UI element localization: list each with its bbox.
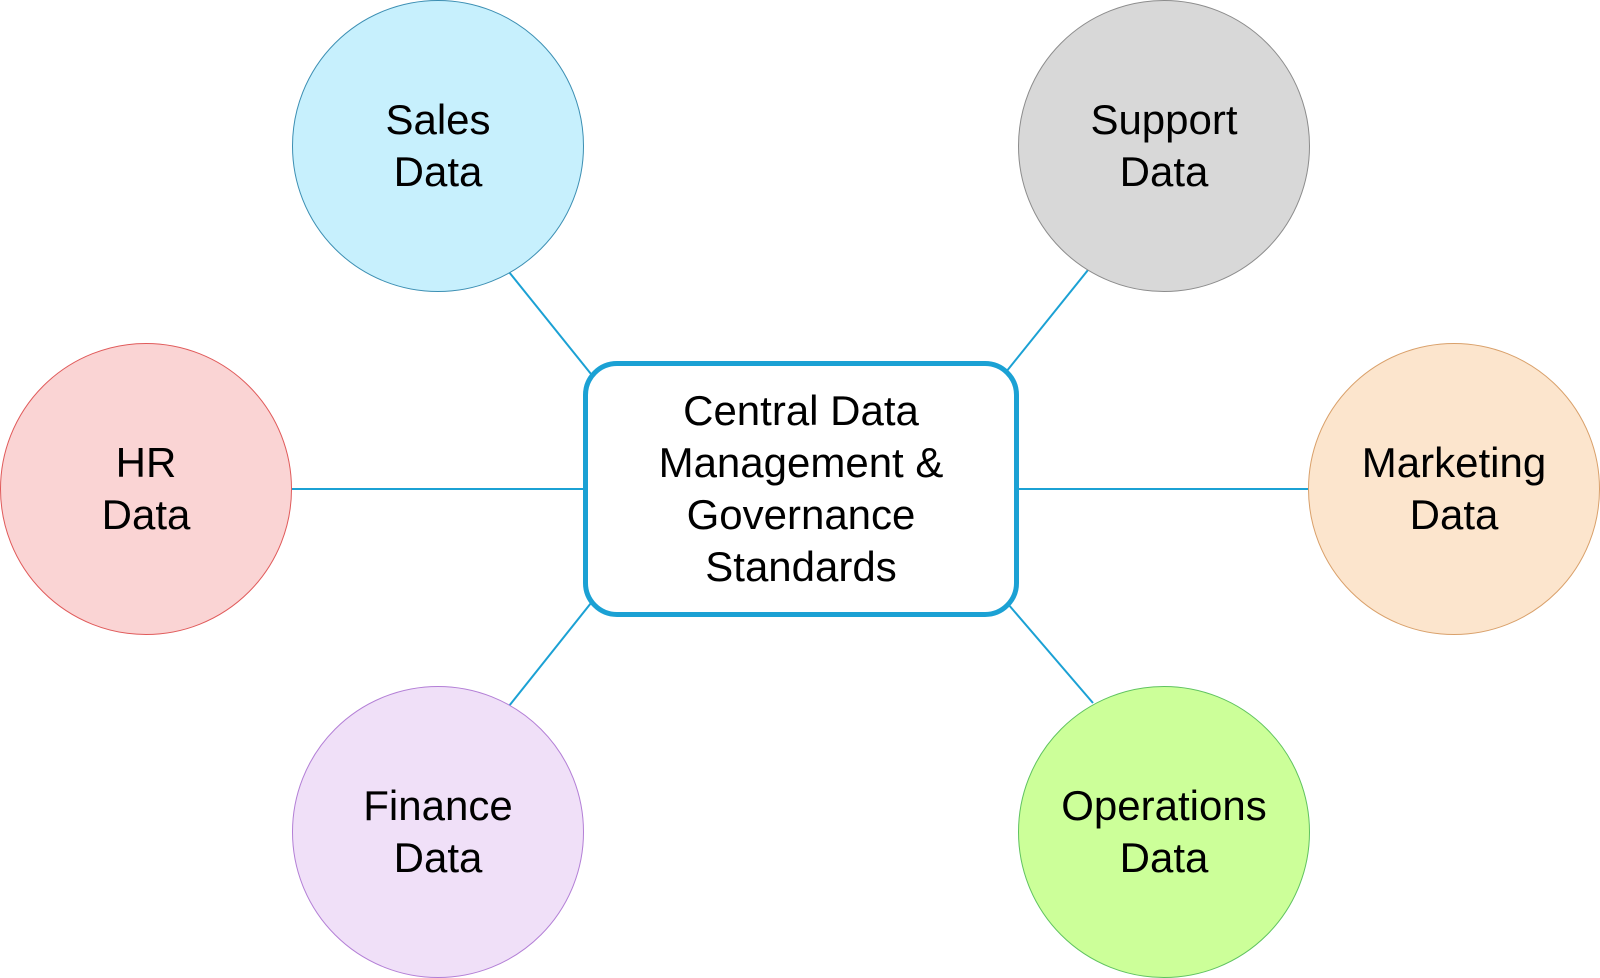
connector-support [1005, 269, 1089, 373]
operations-data-node: Operations Data [1018, 686, 1310, 978]
central-governance-box: Central Data Management & Governance Sta… [583, 361, 1019, 617]
hr-data-label: HR Data [102, 437, 191, 541]
connector-sales [508, 271, 592, 375]
support-data-node: Support Data [1018, 0, 1310, 292]
sales-data-node: Sales Data [292, 0, 584, 292]
central-governance-label: Central Data Management & Governance Sta… [659, 385, 944, 593]
marketing-data-node: Marketing Data [1308, 343, 1600, 635]
finance-data-label-line-2: Data [393, 834, 483, 881]
support-data-label-line-1: Support [1090, 96, 1238, 143]
support-data-label: Support Data [1090, 94, 1237, 198]
marketing-data-label-line-1: Marketing [1361, 439, 1547, 486]
central-governance-line-3: Governance [686, 491, 916, 538]
sales-data-label: Sales Data [385, 94, 490, 198]
connector-operations [1007, 603, 1094, 704]
operations-data-label-line-1: Operations [1061, 782, 1267, 829]
operations-data-label-line-2: Data [1119, 834, 1209, 881]
hr-data-node: HR Data [0, 343, 292, 635]
finance-data-label-line-1: Finance [363, 782, 513, 829]
sales-data-label-line-1: Sales [385, 96, 491, 143]
central-governance-line-4: Standards [705, 543, 897, 590]
central-governance-line-1: Central Data [683, 387, 919, 434]
finance-data-label: Finance Data [363, 780, 512, 884]
hr-data-label-line-1: HR [115, 439, 177, 486]
sales-data-label-line-2: Data [393, 148, 483, 195]
central-governance-line-2: Management & [658, 439, 944, 486]
marketing-data-label-line-2: Data [1409, 491, 1499, 538]
marketing-data-label: Marketing Data [1362, 437, 1546, 541]
support-data-label-line-2: Data [1119, 148, 1209, 195]
hr-data-label-line-2: Data [101, 491, 191, 538]
operations-data-label: Operations Data [1061, 780, 1266, 884]
finance-data-node: Finance Data [292, 686, 584, 978]
connector-finance [508, 602, 592, 707]
